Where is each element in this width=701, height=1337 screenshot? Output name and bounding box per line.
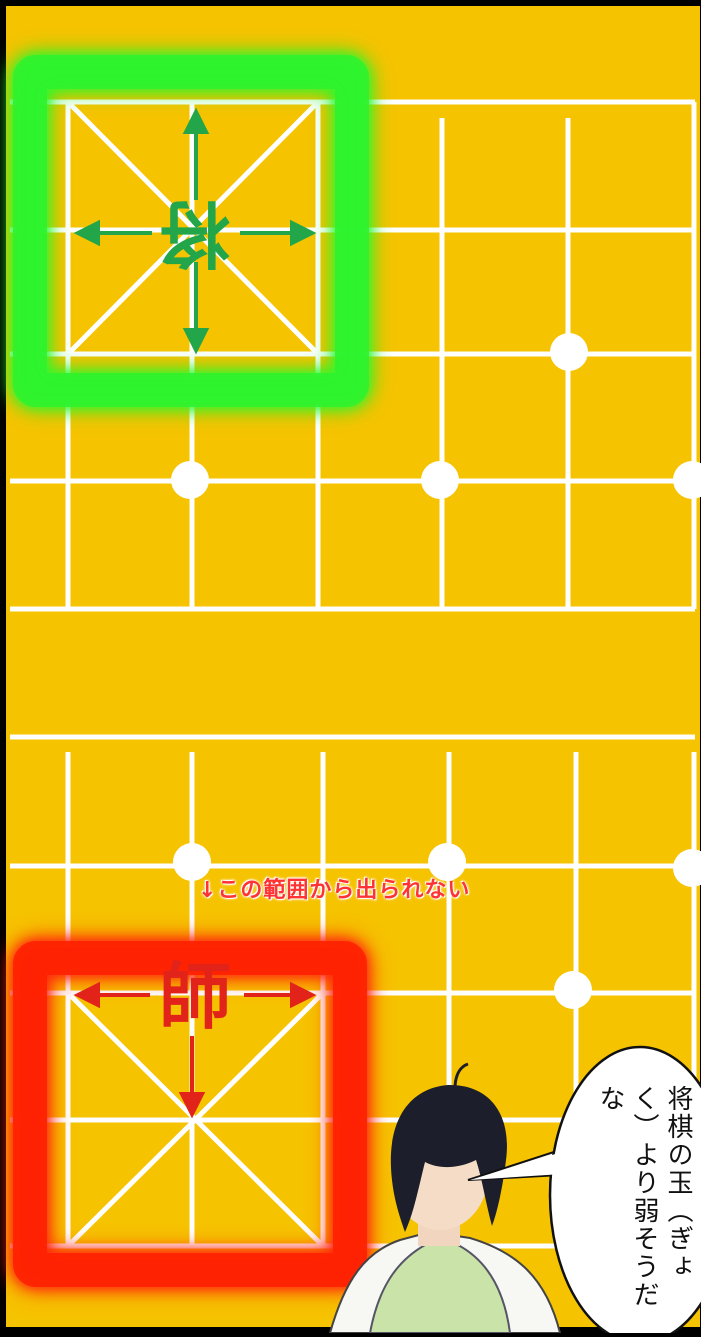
black-palace-highlight xyxy=(13,55,369,407)
palace-caption: ↓この範囲から出られない xyxy=(198,878,471,903)
speech-bubble xyxy=(467,1045,701,1337)
black-general-piece: 将 xyxy=(159,191,232,276)
red-general-move-arrows xyxy=(73,981,317,1119)
student-character xyxy=(328,1062,562,1334)
intersection-markers xyxy=(171,333,701,1009)
speech-bubble-text: 将棋の玉（ぎょく）より弱そうだな xyxy=(595,1085,693,1309)
black-general-move-arrows xyxy=(73,107,317,355)
red-palace-highlight xyxy=(13,941,367,1287)
red-general-piece: 師 xyxy=(158,954,231,1039)
